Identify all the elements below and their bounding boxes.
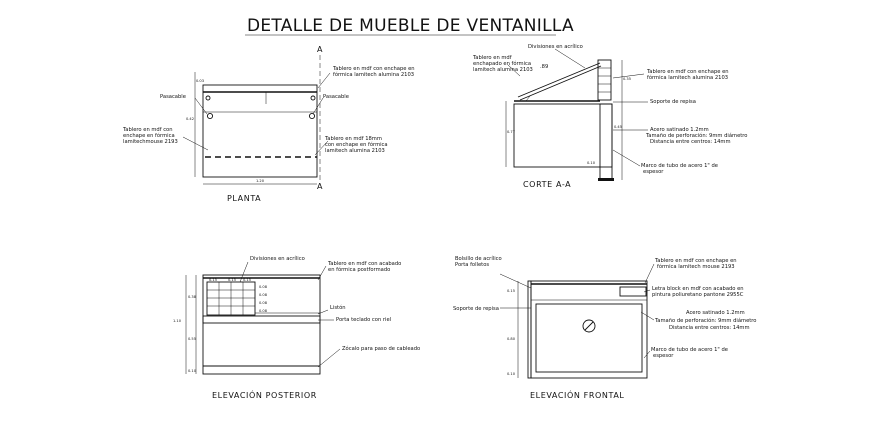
planta-dim-height: 0.42 — [186, 117, 194, 121]
corte-note-marco: Marco de tubo de acero 1" de espesor — [641, 163, 720, 175]
corte-caption: CORTE A-A — [523, 180, 571, 189]
f-leader-2 — [644, 263, 655, 284]
corte-body — [513, 103, 613, 168]
f-leader-6 — [643, 350, 651, 359]
corte-note-tablero-left: Tablero en mdf enchapado en fórmica lami… — [472, 55, 533, 73]
corte-note-tablero-right: Tablero en mdf con enchape en fórmica la… — [646, 69, 730, 81]
planta-outline — [202, 84, 318, 178]
post-note-zocalo: Zócalo para paso de cableado — [342, 345, 420, 352]
planta-dim-top: 0.03 — [196, 79, 204, 83]
corte-leg — [599, 103, 613, 181]
corte-foot — [598, 178, 614, 181]
frontal-letra-panel — [619, 286, 647, 297]
post-dim-w3: 0.15 — [243, 278, 251, 282]
front-note-letra: Letra block en mdf con acabado en pintur… — [652, 286, 745, 298]
sheet-title: DETALLE DE MUEBLE DE VENTANILLA — [247, 16, 574, 36]
leader-2 — [194, 97, 208, 115]
c-leader-1 — [554, 48, 586, 69]
front-note-acero: Acero satinado 1.2mm Tamaño de perforaci… — [654, 310, 758, 331]
corte-slope-b — [519, 65, 602, 101]
post-dim-r3: 0.08 — [259, 301, 268, 305]
frontal-perforated-panel — [535, 303, 643, 373]
c-leader-2 — [507, 64, 521, 77]
front-note-tablero: Tablero en mdf con enchape en fórmica la… — [654, 258, 738, 270]
corte-note-acero: Acero satinado 1.2mm Tamaño de perforaci… — [645, 127, 749, 145]
corte-support — [525, 95, 531, 102]
frontal-outline — [530, 280, 648, 379]
post-dim-r2: 0.08 — [259, 293, 268, 297]
c-leader-6 — [612, 149, 641, 167]
post-dim-total: 1.10 — [173, 319, 182, 323]
post-dim-w1: 0.15 — [209, 278, 217, 282]
planta-caption: PLANTA — [227, 194, 261, 203]
p-leader-2 — [317, 265, 327, 281]
post-note-liston: Listón — [330, 304, 346, 311]
leader-3 — [312, 97, 324, 115]
planta-note-tablero-left: Tablero en mdf con enchape en fórmica la… — [122, 127, 178, 145]
planta-view: A A 1.20 0.42 0.03 Tablero en mdf con en… — [122, 45, 416, 203]
pasacable-left-hole — [206, 112, 214, 120]
post-dim-h2: 0.55 — [188, 337, 196, 341]
post-note-tablero: Tablero en mdf con acabado en fórmica po… — [327, 261, 403, 273]
section-mark-bottom: A — [317, 182, 323, 191]
frontal-circle-bar — [584, 321, 594, 331]
front-dim-h3: 0.10 — [507, 372, 516, 376]
posterior-outline — [202, 274, 321, 375]
pasacable-right-hole — [308, 112, 316, 120]
c-leader-3 — [612, 73, 645, 79]
posterior-caption: ELEVACIÓN POSTERIOR — [212, 389, 317, 400]
frontal-view: 0.15 0.80 0.10 Bolsillo de acrílico Port… — [453, 255, 758, 400]
corte-dim-h2: 0.35 — [623, 77, 631, 81]
planta-note-pasacable-left: Pasacable — [160, 94, 186, 100]
frontal-left-post — [527, 280, 532, 379]
p-leader-1 — [239, 261, 249, 283]
planta-note-pasacable-right: Pasacable — [323, 94, 349, 100]
post-dim-h3: 0.10 — [188, 369, 197, 373]
corte-dim-h1: 0.77 — [507, 130, 515, 134]
corte-slope-a — [517, 62, 601, 98]
post-note-porta: Porta teclado con riel — [336, 317, 391, 323]
corte-dim-angle: .89 — [540, 64, 548, 70]
f-leader-1 — [499, 273, 532, 289]
posterior-keyboard-tray — [202, 315, 321, 324]
corte-dim-h3: 0.45 — [614, 125, 622, 129]
planta-note-tablero-right: Tablero en mdf 18mm con enchape en fórmi… — [324, 136, 389, 154]
f-leader-3 — [643, 289, 651, 293]
front-note-soporte: Soporte de repisa — [453, 306, 499, 312]
section-mark-top: A — [317, 45, 323, 54]
planta-dim-width: 1.20 — [256, 179, 265, 183]
post-dim-r1: 0.08 — [259, 285, 268, 289]
f-leader-5 — [640, 311, 655, 321]
p-leader-5 — [317, 348, 341, 368]
corte-note-soporte: Soporte de repisa — [650, 99, 696, 105]
post-dim-w2: 0.15 — [228, 278, 236, 282]
pasacable-right-top — [310, 95, 316, 101]
leader-4 — [182, 136, 209, 151]
corte-dim-base: 0.10 — [587, 161, 596, 165]
p-leader-3 — [317, 309, 329, 315]
frontal-circle-symbol — [582, 319, 596, 333]
front-note-marco: Marco de tubo de acero 1" de espesor — [651, 347, 730, 359]
front-dim-h1: 0.15 — [507, 289, 515, 293]
leader-1 — [317, 72, 331, 89]
front-note-bolsillo: Bolsillo de acrílico Porta folletos — [455, 255, 503, 268]
corte-vertical-stack — [597, 59, 612, 101]
corte-view: .89 0.77 0.35 0.45 0.10 Divisiones en ac… — [472, 43, 749, 189]
pasacable-left-top — [205, 95, 211, 101]
corte-note-divisiones: Divisiones en acrílico — [528, 43, 583, 50]
post-dim-r4: 0.08 — [259, 309, 268, 313]
post-note-divisiones: Divisiones en acrílico — [250, 255, 305, 262]
front-dim-h2: 0.80 — [507, 337, 516, 341]
frontal-caption: ELEVACIÓN FRONTAL — [530, 389, 624, 400]
posterior-view: 1.10 0.38 0.55 0.10 0.15 0.15 0.15 0.08 … — [173, 255, 420, 400]
post-dim-h1: 0.38 — [188, 295, 197, 299]
leader-5 — [314, 140, 329, 156]
planta-note-tablero-top: Tablero en mdf con enchape en fórmica la… — [332, 66, 416, 78]
